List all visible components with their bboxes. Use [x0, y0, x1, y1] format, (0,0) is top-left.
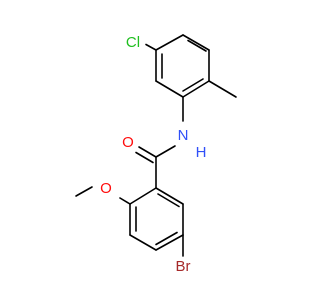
atom-o-methoxy: O — [100, 180, 112, 197]
bond-c-o-methoxy — [119, 197, 131, 205]
atom-br: Br — [176, 258, 191, 275]
molecule-diagram: Cl N H O O Br — [75, 34, 237, 275]
bond — [155, 231, 178, 246]
bond — [157, 193, 180, 208]
bond-c-cl — [145, 43, 157, 51]
bond-o-ch3 — [75, 186, 93, 197]
atom-n: N — [178, 127, 189, 144]
bond-n-c — [155, 145, 176, 158]
bond — [155, 80, 184, 98]
structure-svg: Cl N H O O Br — [75, 34, 237, 275]
atom-n-h: H — [196, 144, 207, 161]
bond — [187, 39, 207, 52]
atom-o-carbonyl: O — [122, 134, 134, 151]
bond — [129, 234, 157, 251]
upper-ring — [155, 34, 210, 98]
lower-ring — [129, 187, 184, 251]
bond-c-o-double — [138, 146, 157, 158]
bond — [182, 34, 210, 51]
bond-c-methyl — [208, 80, 237, 98]
bond — [155, 234, 184, 251]
bond — [129, 187, 157, 205]
bond — [182, 80, 210, 98]
atom-cl: Cl — [126, 34, 140, 51]
bond — [155, 34, 184, 51]
bond — [155, 187, 184, 205]
bond — [182, 78, 204, 92]
bond-c-o-double — [135, 151, 154, 164]
